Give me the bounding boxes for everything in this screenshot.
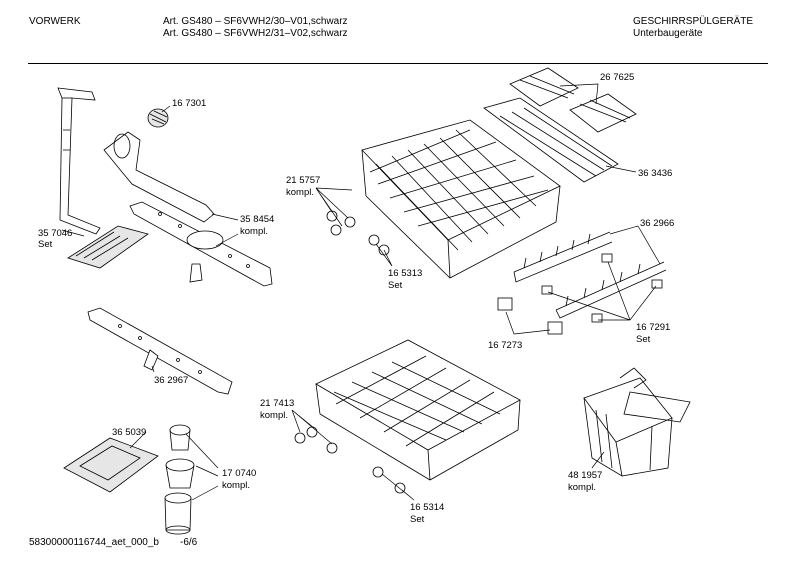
filter-cap-drawing <box>147 108 169 128</box>
part-note-167291: Set <box>636 334 651 345</box>
part-number-358454: 35 8454 <box>240 214 275 225</box>
filter-plate-drawing <box>63 437 159 493</box>
article-line-2: Art. GS480 – SF6VWH2/31–V02,schwarz <box>163 28 348 39</box>
part-number-165314: 16 5314 <box>410 502 445 513</box>
page-indicator: -6/6 <box>180 537 198 548</box>
part-number-363436: 36 3436 <box>638 168 673 179</box>
part-note-358454: kompl. <box>240 226 268 237</box>
rack-insert-drawing <box>483 67 637 183</box>
part-number-365039: 36 5039 <box>112 427 147 438</box>
lower-spray-arm-drawing <box>87 307 233 395</box>
part-note-481957: kompl. <box>568 482 596 493</box>
part-note-217413: kompl. <box>260 410 288 421</box>
brand-name: VORWERK <box>29 16 81 27</box>
upper-basket-drawing <box>361 119 561 279</box>
article-line-1: Art. GS480 – SF6VWH2/30–V01,schwarz <box>163 16 348 27</box>
cutlery-basket-drawing <box>583 367 691 477</box>
part-number-165313: 16 5313 <box>388 268 423 279</box>
part-number-215757: 21 5757 <box>286 175 321 186</box>
part-number-357046: 35 7046 <box>38 228 73 239</box>
part-number-217413: 21 7413 <box>260 398 295 409</box>
part-note-170740: kompl. <box>222 480 250 491</box>
part-number-267625: 26 7625 <box>600 72 635 83</box>
category-title: GESCHIRRSPÜLGERÄTE <box>633 16 754 27</box>
document-code: 58300000116744_aet_000_b <box>29 537 159 548</box>
feed-pipe-drawing <box>57 87 101 235</box>
part-note-215757: kompl. <box>286 187 314 198</box>
leader-lines <box>61 83 661 501</box>
tine-row-drawing <box>513 231 667 319</box>
part-note-357046: Set <box>38 239 53 250</box>
strainer-drawing <box>67 225 149 269</box>
part-number-167301: 16 7301 <box>172 98 207 109</box>
basket-wheel-drawing <box>294 210 406 494</box>
upper-spray-arm-drawing <box>129 201 273 287</box>
lower-basket-drawing <box>315 339 521 481</box>
spray-arm-pipe-drawing <box>103 131 215 223</box>
part-number-362966: 36 2966 <box>640 218 675 229</box>
part-number-167291: 16 7291 <box>636 322 671 333</box>
part-number-170740: 17 0740 <box>222 468 257 479</box>
basket-clip-drawing <box>497 253 663 335</box>
part-number-167273: 16 7273 <box>488 340 523 351</box>
cylindrical-filter-drawing <box>164 424 195 535</box>
part-number-481957: 48 1957 <box>568 470 603 481</box>
subcategory-title: Unterbaugeräte <box>633 28 703 39</box>
header-divider <box>28 63 768 64</box>
part-note-165314: Set <box>410 514 425 525</box>
part-number-362967: 36 2967 <box>154 375 189 386</box>
part-note-165313: Set <box>388 280 403 291</box>
